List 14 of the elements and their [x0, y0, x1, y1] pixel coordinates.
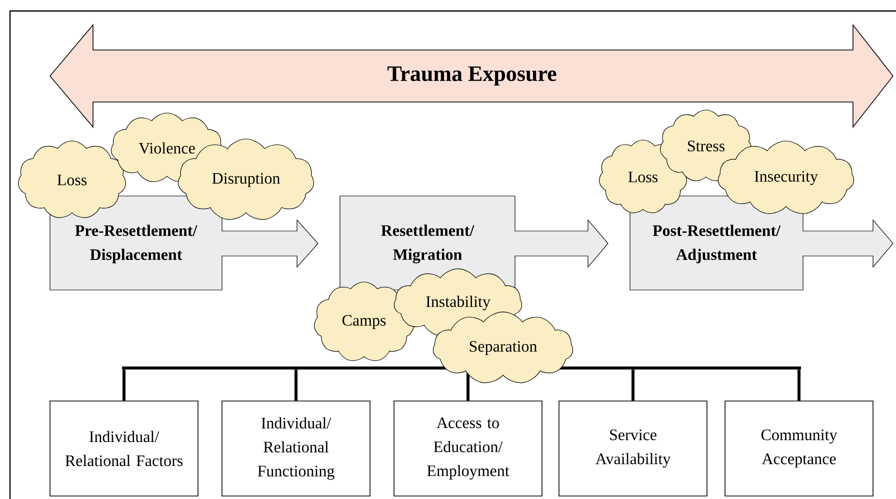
connector-line [122, 370, 126, 401]
factor-box: Individual/ Relational Factors [50, 400, 198, 496]
factor-box: Access to Education/ Employment [394, 400, 542, 496]
factor-box: Individual/ Relational Functioning [222, 400, 370, 496]
cloud: Loss [599, 140, 687, 214]
cloud: Loss [18, 140, 126, 218]
factor-box: Community Acceptance [724, 400, 874, 496]
connector-line [294, 370, 298, 401]
connector-line [798, 370, 800, 401]
cloud: Separation [432, 312, 574, 384]
cloud: Camps [314, 282, 414, 361]
stage-block: Resettlement/ Migration [340, 196, 608, 290]
connector-line [632, 370, 634, 401]
factor-box: Service Availability [558, 400, 708, 496]
